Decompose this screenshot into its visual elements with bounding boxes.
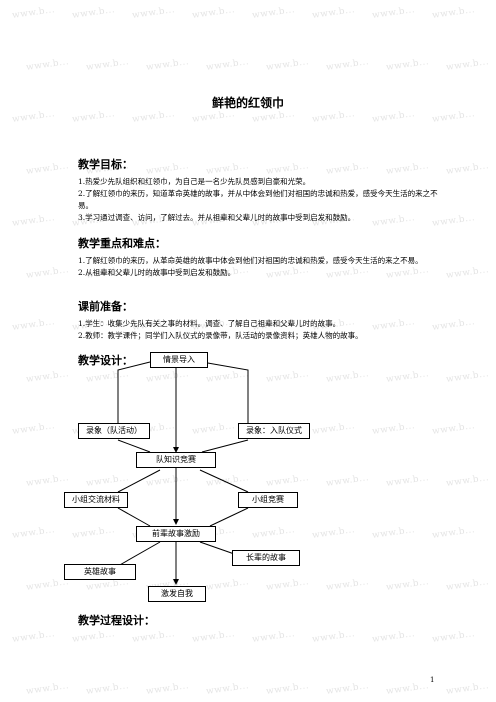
flow-video-ceremony: 录象：入队仪式 <box>238 423 310 439</box>
prep-item: 2.教师：教学课件；同学们入队仪式的录像带，队活动的录像资料；英雄人物的故事。 <box>78 331 363 340</box>
key-points-list: 1.了解红领巾的来历，从革命英雄的故事中体会到他们对祖国的忠诚和热爱，感受今天生… <box>78 255 448 279</box>
flow-scene-intro: 情景导入 <box>150 352 208 368</box>
goals-heading: 教学目标： <box>78 158 133 171</box>
goals-item: 2.了解红领巾的来历，知道革命英雄的故事，并从中体会到他们对祖国的忠诚和热爱，感… <box>78 189 438 210</box>
prep-list: 1.学生：收集少先队有关之事的材料。调查、了解自己祖辈和父辈儿时的故事。 2.教… <box>78 318 448 342</box>
document-title: 鲜艳的红领巾 <box>211 96 284 110</box>
flow-hero-stories: 英雄故事 <box>64 564 136 580</box>
flow-video-team: 录象（队活动） <box>78 423 150 439</box>
connector-share-stories <box>117 507 151 527</box>
connector-right-quiz <box>201 439 249 453</box>
flow-stories: 前辈故事激励 <box>136 526 216 542</box>
connector-quiz-share <box>117 469 161 493</box>
prep-heading: 课前准备： <box>78 300 133 313</box>
connector-quiz-contest <box>199 469 249 493</box>
goals-item: 1.热爱少先队组织和红领巾，为自己是一名少先队员感到自豪和光荣。 <box>78 177 311 186</box>
key-points-item: 2.从祖辈和父辈儿时的故事中受到启发和鼓励。 <box>78 268 236 277</box>
connector-stories-hero <box>117 541 161 567</box>
design-heading: 教学设计： <box>78 354 133 367</box>
key-points-heading: 教学重点和难点： <box>78 237 166 250</box>
process-heading: 教学过程设计： <box>78 614 155 627</box>
goals-list: 1.热爱少先队组织和红领巾，为自己是一名少先队员感到自豪和光荣。 2.了解红领巾… <box>78 176 448 224</box>
goals-item: 3.学习通过调查、访问，了解过去。并从祖辈和父辈儿时的故事中受到启发和鼓励。 <box>78 213 356 222</box>
page-number: 1 <box>430 676 435 684</box>
connector-intro-left <box>117 361 151 423</box>
connector-left-quiz <box>117 439 151 453</box>
flow-group-share: 小组交流材料 <box>64 492 128 508</box>
flow-inspire: 激发自我 <box>148 586 206 602</box>
flow-elder-stories: 长辈的故事 <box>232 550 300 566</box>
flow-group-contest: 小组竞赛 <box>238 492 298 508</box>
connector-contest-stories <box>209 507 249 527</box>
prep-item: 1.学生：收集少先队有关之事的材料。调查、了解自己祖辈和父辈儿时的故事。 <box>78 319 341 328</box>
flow-quiz: 队知识竞赛 <box>136 452 216 468</box>
connector-intro-right <box>201 361 249 423</box>
key-points-item: 1.了解红领巾的来历，从革命英雄的故事中体会到他们对祖国的忠诚和热爱，感受今天生… <box>78 256 423 265</box>
